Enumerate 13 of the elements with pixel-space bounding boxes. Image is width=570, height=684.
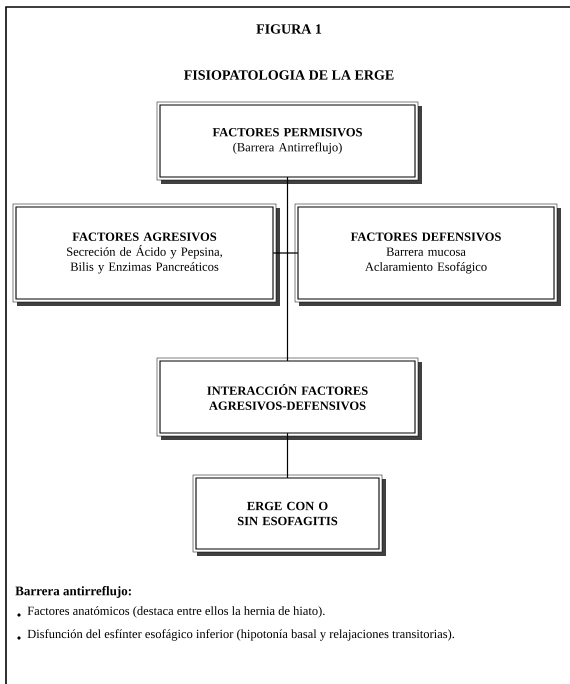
process-box: ERGE CON O SIN ESOFAGITIS [192,474,386,556]
figure-title: FIGURA 1 [256,24,322,34]
connector-line [286,178,288,360]
connector-line [274,252,298,254]
process-box: FACTORES AGRESIVOS Secreción de Ácido y Pepsina, Bilis y Enzimas Pancreáticos [12,204,280,306]
note-text: Factores anatómicos (destaca entre ellos la hernia de hiato). [28,606,325,618]
note-heading: Barrera antirreflujo: [15,586,131,598]
connector-line [286,434,288,478]
process-box: FACTORES DEFENSIVOS Barrera mucosa Aclaramiento Esofágico [294,204,561,306]
caption: FISIOPATOLOGIA DE LA ERGE [184,70,394,80]
process-box: FACTORES PERMISIVOS (Barrera Antirreflujo) [156,102,422,184]
note-text: Disfunción del esfínter esofágico inferior (hipotonía basal y relajaciones transitorias). [28,629,454,641]
process-box: INTERACCIÓN FACTORES AGRESIVOS-DEFENSIVOS [156,358,422,440]
